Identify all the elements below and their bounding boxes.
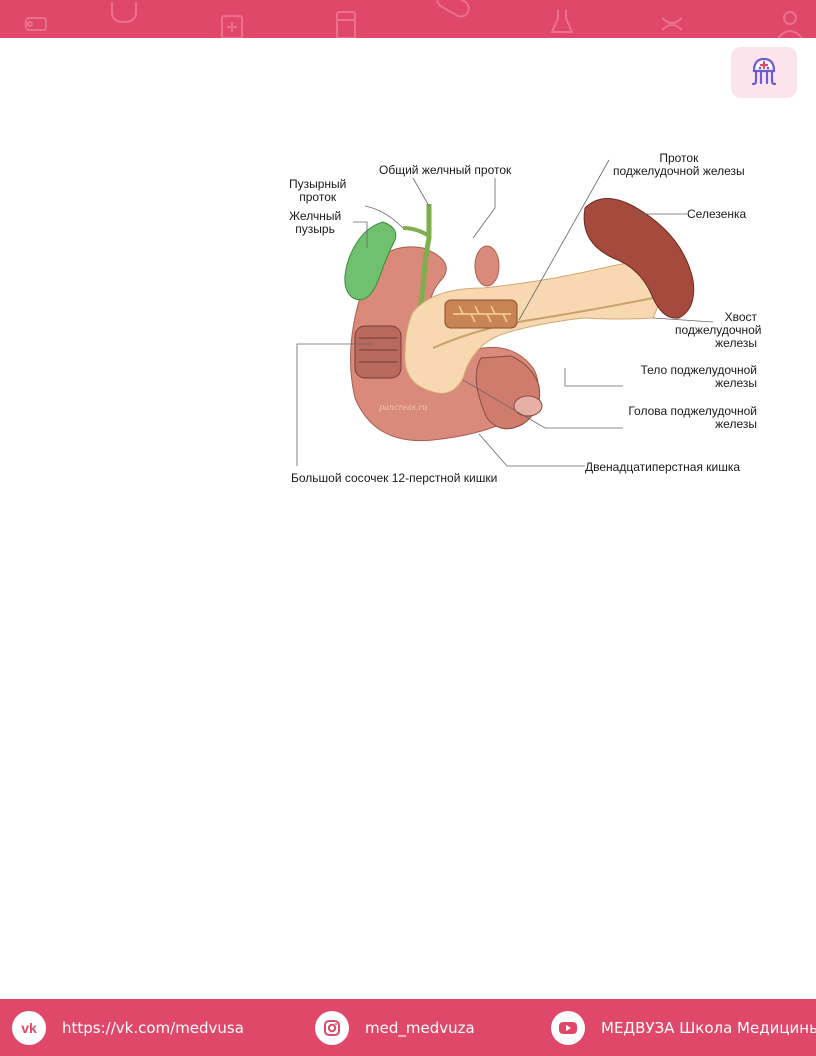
label-papilla: Большой сосочек 12-перстной кишки bbox=[291, 471, 498, 485]
label-head: Голова поджелудочной железы bbox=[628, 404, 757, 431]
leader-cystic-duct bbox=[364, 205, 404, 229]
footer-band: vk https://vk.com/medvusa med_medvuza МЕ… bbox=[0, 999, 816, 1056]
footer-vk-link[interactable]: vk https://vk.com/medvusa bbox=[12, 1011, 244, 1045]
label-body: Тело поджелудочной железы bbox=[640, 363, 757, 390]
pancreas-anatomy-figure: pancreas.ru Пузырный проток Желчный пузы… bbox=[283, 148, 763, 493]
dna-icon bbox=[661, 17, 683, 31]
figure-watermark: pancreas.ru bbox=[379, 403, 427, 412]
medvuza-octopus-logo-icon bbox=[751, 57, 777, 85]
spleen-shape bbox=[583, 198, 695, 319]
label-cystic-duct: Пузырный проток bbox=[289, 177, 347, 204]
syringe-icon bbox=[25, 17, 47, 31]
duodenum-segment bbox=[354, 325, 402, 379]
leader-body bbox=[564, 368, 623, 387]
label-duodenum: Двенадцатиперстная кишка bbox=[585, 460, 741, 474]
leader-common-duct bbox=[412, 177, 430, 207]
leader-papilla bbox=[296, 343, 373, 466]
label-spleen: Селезенка bbox=[687, 207, 747, 221]
footer-instagram-link[interactable]: med_medvuza bbox=[315, 1011, 475, 1045]
label-pancreatic-duct: Проток поджелудочной железы bbox=[613, 151, 745, 178]
flask-icon bbox=[550, 10, 574, 33]
label-tail: Хвост поджелудочной железы bbox=[675, 310, 762, 350]
vk-icon: vk bbox=[12, 1011, 46, 1045]
leader-pancreatic-duct bbox=[518, 159, 610, 321]
gallbladder-shape bbox=[344, 221, 397, 301]
leader-head bbox=[462, 379, 623, 429]
logo-badge bbox=[731, 47, 797, 98]
pancreatic-duct-cutaway bbox=[444, 299, 518, 329]
pill-bottle-icon bbox=[336, 11, 356, 38]
pancreatic-duct-line bbox=[432, 297, 654, 349]
footer-instagram-text: med_medvuza bbox=[365, 1019, 475, 1037]
label-gallbladder: Желчный пузырь bbox=[289, 209, 342, 236]
label-common-bile-duct: Общий желчный проток bbox=[379, 163, 512, 177]
leader-gallbladder bbox=[353, 221, 368, 248]
footer-youtube-text: МЕДВУЗА Школа Медицины bbox=[601, 1019, 816, 1037]
pancreas-illustration: pancreas.ru bbox=[296, 159, 714, 467]
doctor-icon bbox=[777, 11, 803, 38]
leader-duodenum bbox=[478, 433, 585, 467]
header-band bbox=[0, 0, 816, 38]
pancreas-shape bbox=[404, 262, 663, 394]
stomach-stub bbox=[474, 245, 500, 287]
first-aid-kit-icon bbox=[221, 15, 243, 38]
instagram-icon bbox=[315, 1011, 349, 1045]
leader-common-duct-2 bbox=[472, 178, 496, 239]
capsule-icon bbox=[436, 0, 470, 18]
footer-vk-text: https://vk.com/medvusa bbox=[62, 1019, 244, 1037]
header-decor bbox=[25, 0, 803, 38]
tooth-icon bbox=[111, 2, 137, 24]
footer-youtube-link[interactable]: МЕДВУЗА Школа Медицины bbox=[551, 1011, 816, 1045]
youtube-icon bbox=[551, 1011, 585, 1045]
leader-tail bbox=[652, 317, 714, 323]
